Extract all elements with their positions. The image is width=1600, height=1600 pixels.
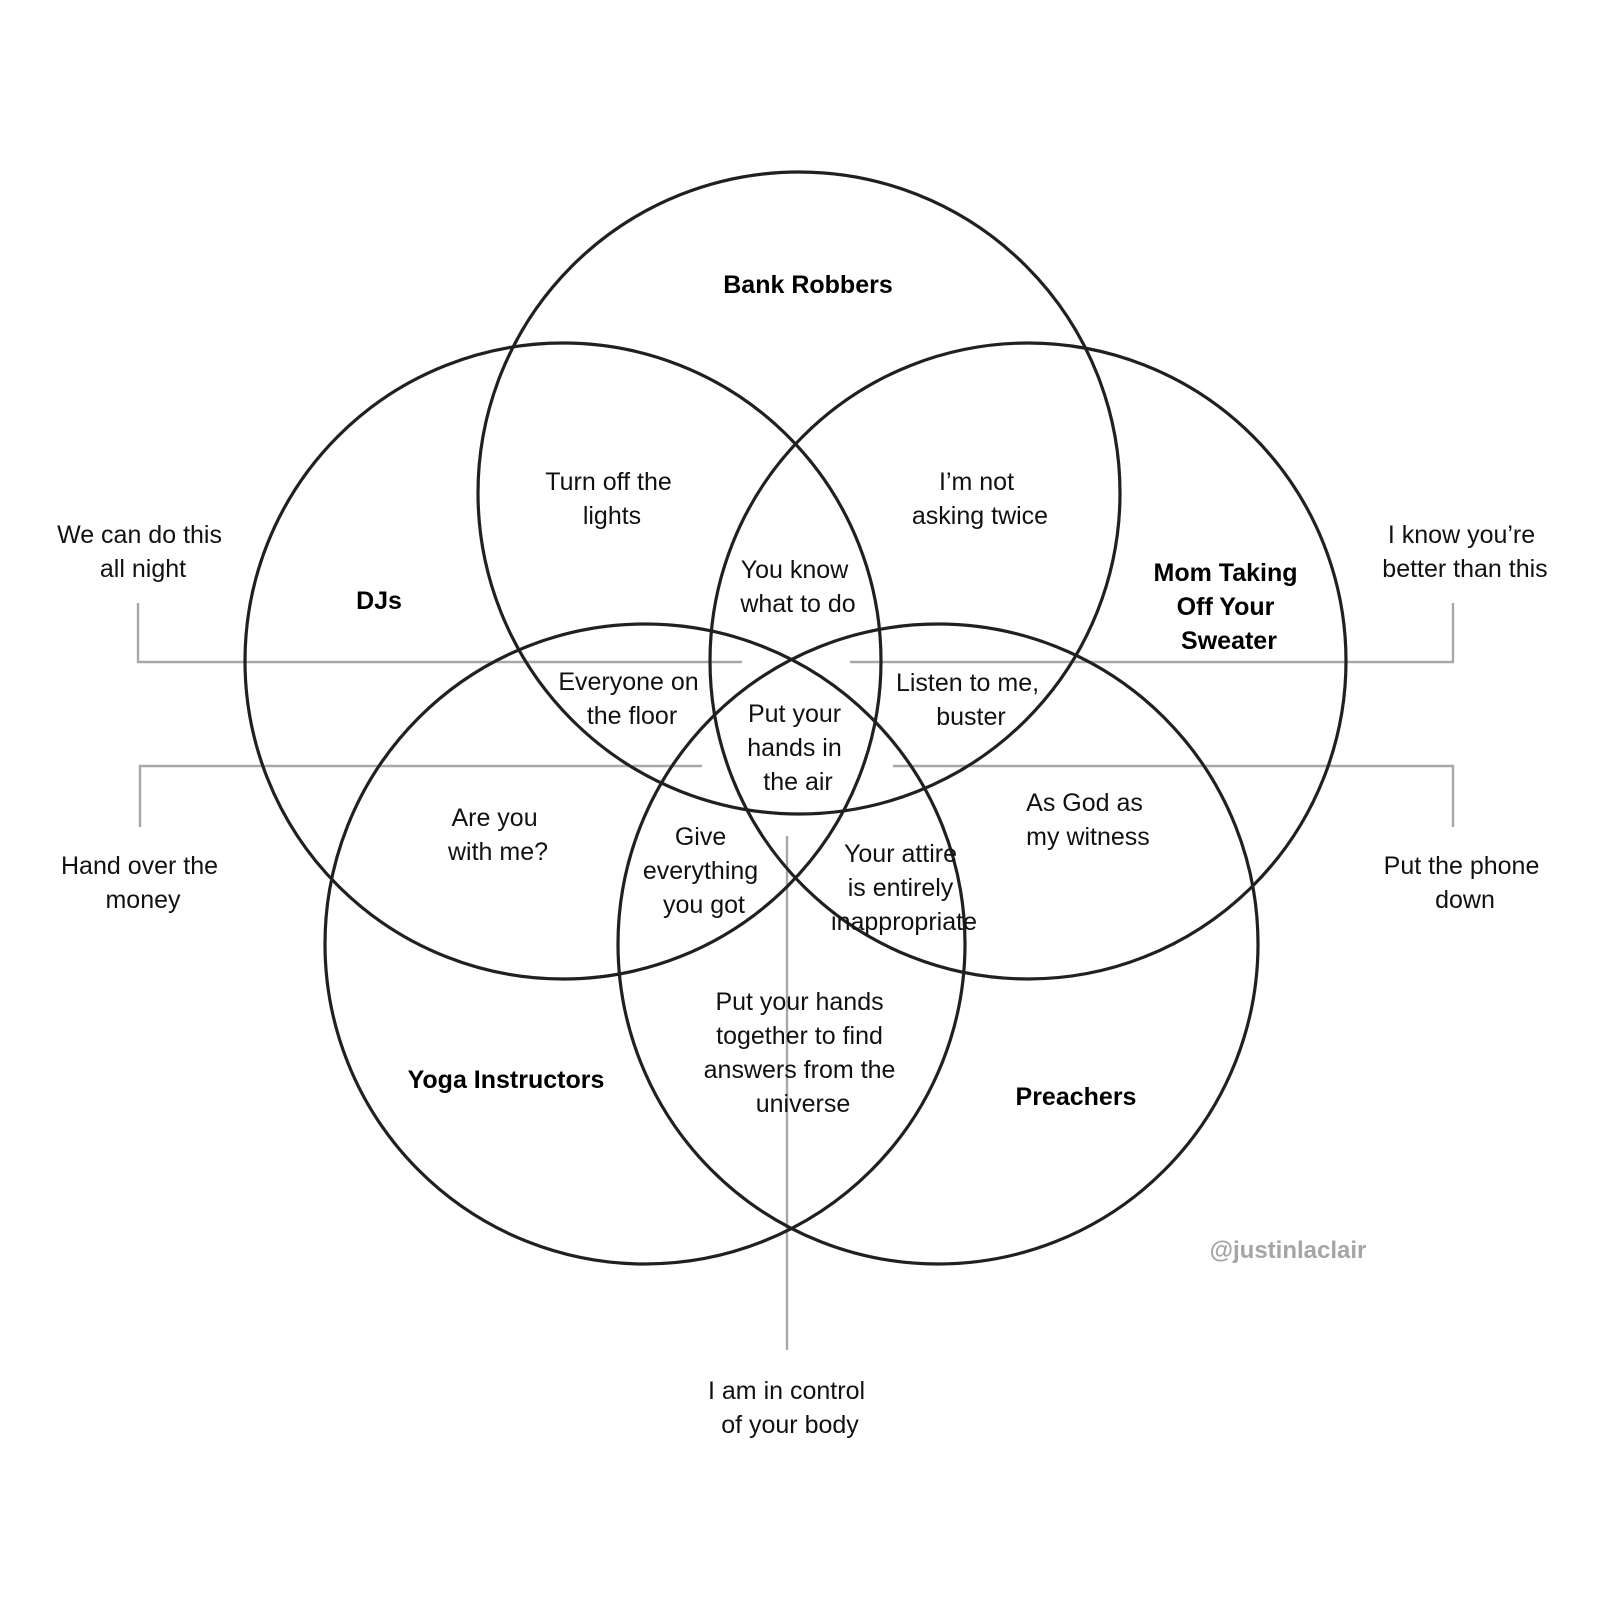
set-label-djs: DJs — [356, 587, 402, 615]
region-djs-yoga: Are you with me? — [447, 804, 548, 866]
set-label-preachers: Preachers — [1016, 1083, 1137, 1111]
circle-bank-robbers — [476, 170, 1122, 816]
callout-djs-only: We can do this all night — [57, 521, 229, 583]
callout-bank-only: Hand over the money — [61, 852, 225, 914]
circle-djs — [243, 341, 883, 981]
callout-yoga-only: I am in control of your body — [708, 1377, 872, 1439]
set-labels: Bank Robbers DJs Mom Taking Off Your Swe… — [356, 271, 1305, 1111]
leader-mom-only — [850, 603, 1455, 664]
region-djs-yoga-bank: Everyone on the floor — [558, 668, 705, 730]
leader-bank-only — [138, 764, 702, 827]
region-labels: Turn off the lights I’m not asking twice… — [447, 468, 1150, 1118]
watermark: @justinlaclair — [1210, 1237, 1367, 1264]
region-yoga-preachers: Put your hands together to find answers … — [704, 988, 903, 1118]
callout-labels: We can do this all night I know you’re b… — [57, 521, 1548, 1439]
region-djs-bank: Turn off the lights — [545, 468, 678, 530]
set-label-bank-robbers: Bank Robbers — [723, 271, 892, 299]
region-center: Put your hands in the air — [747, 700, 848, 796]
set-label-mom: Mom Taking Off Your Sweater — [1154, 559, 1305, 655]
region-center-top: You know what to do — [739, 556, 855, 618]
venn-circles — [243, 170, 1348, 1266]
callout-mom-only: I know you’re better than this — [1382, 521, 1547, 583]
callout-preachers-only: Put the phone down — [1384, 852, 1547, 914]
circle-yoga — [323, 622, 967, 1266]
circle-preachers — [616, 622, 1260, 1266]
region-yoga-djs-preachers: Give everything you got — [643, 823, 765, 919]
region-mom-preachers-bank: Listen to me, buster — [896, 669, 1046, 731]
region-bank-mom: I’m not asking twice — [912, 468, 1048, 530]
leader-lines — [136, 603, 1455, 1350]
circle-mom — [708, 341, 1348, 981]
region-mom-preachers: As God as my witness — [1026, 789, 1150, 851]
set-label-yoga: Yoga Instructors — [408, 1066, 605, 1094]
leader-preachers-only — [893, 764, 1455, 827]
leader-djs-only — [136, 603, 742, 664]
region-preachers-mom-yoga: Your attire is entirely inappropriate — [831, 840, 977, 936]
